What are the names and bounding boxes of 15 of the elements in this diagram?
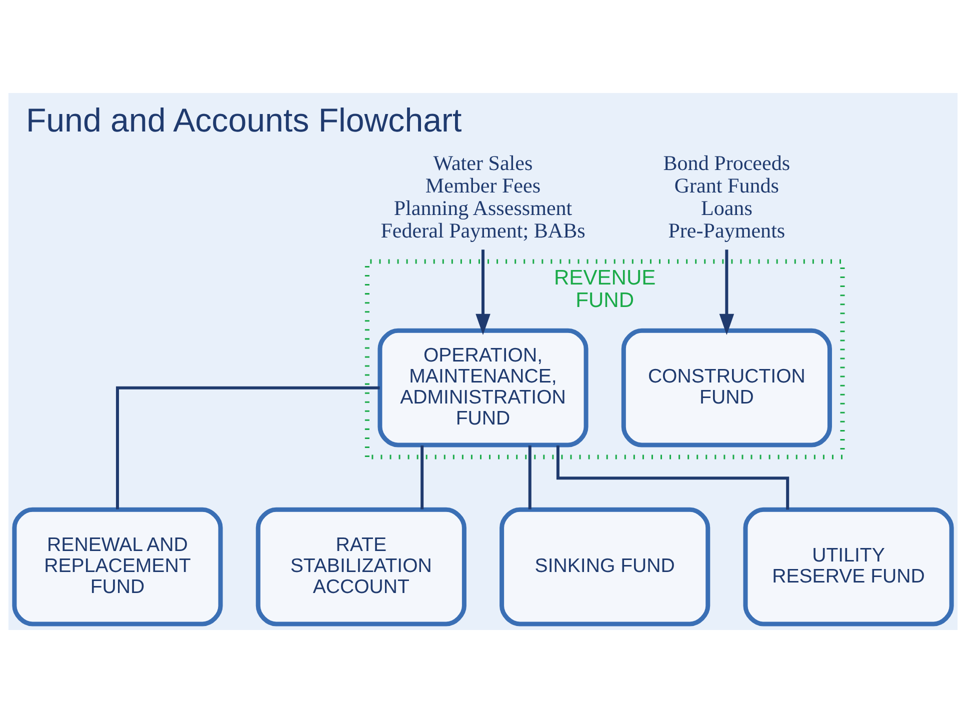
arrow bbox=[719, 250, 734, 336]
node-box: RENEWAL AND REPLACEMENT FUND bbox=[12, 507, 223, 626]
connector bbox=[420, 445, 424, 510]
node-box: UTILITY RESERVE FUND bbox=[743, 507, 954, 626]
node-box: SINKING FUND bbox=[500, 507, 710, 626]
connector bbox=[528, 445, 532, 510]
connector bbox=[116, 386, 380, 510]
node-box: OPERATION, MAINTENANCE, ADMINISTRATION FUND bbox=[378, 328, 588, 448]
node-box: RATE STABILIZATION ACCOUNT bbox=[256, 507, 466, 626]
node-text: Bond Proceeds Grant Funds Loans Pre-Payments bbox=[663, 151, 790, 243]
connector bbox=[556, 446, 790, 510]
arrow bbox=[476, 250, 490, 336]
node-text: Water Sales Member Fees Planning Assessment Federal Payment; BABs bbox=[380, 151, 586, 243]
node-box: CONSTRUCTION FUND bbox=[621, 328, 832, 448]
diagram-title: Fund and Accounts Flowchart bbox=[26, 102, 462, 140]
